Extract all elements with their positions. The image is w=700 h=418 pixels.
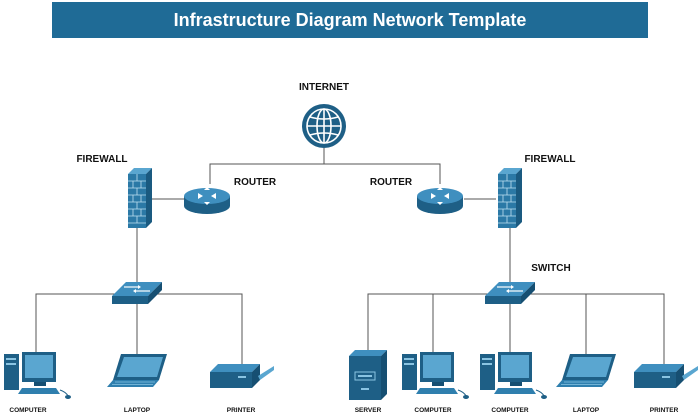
switch-label: SWITCH [531,263,570,274]
printer-icon [210,364,274,388]
computer-icon [401,351,470,400]
globe-icon [302,104,346,148]
device-label: COMPUTER [9,407,47,414]
firewall-icon [497,167,523,229]
device-label: PRINTER [227,407,256,414]
device-label: COMPUTER [414,407,452,414]
device-label: LAPTOP [573,407,600,414]
internet-label: INTERNET [299,82,349,93]
router-right-label: ROUTER [370,177,413,188]
router-icon [184,187,230,214]
switch-icon [111,281,163,305]
server-icon [348,349,388,401]
firewall-icon [127,167,153,229]
device-label: COMPUTER [491,407,529,414]
device-label: PRINTER [650,407,679,414]
computer-icon [479,351,548,400]
firewall-left-label: FIREWALL [76,154,127,165]
laptop-icon [555,353,617,388]
page-title: Infrastructure Diagram Network Template [52,2,648,38]
laptop-icon [106,353,168,388]
printer-icon [634,364,698,388]
device-label: LAPTOP [124,407,151,414]
switch-icon [484,281,536,305]
router-icon [417,187,463,214]
firewall-right-label: FIREWALL [524,154,575,165]
device-label: SERVER [355,407,382,414]
computer-icon [3,351,72,400]
router-left-label: ROUTER [234,177,277,188]
